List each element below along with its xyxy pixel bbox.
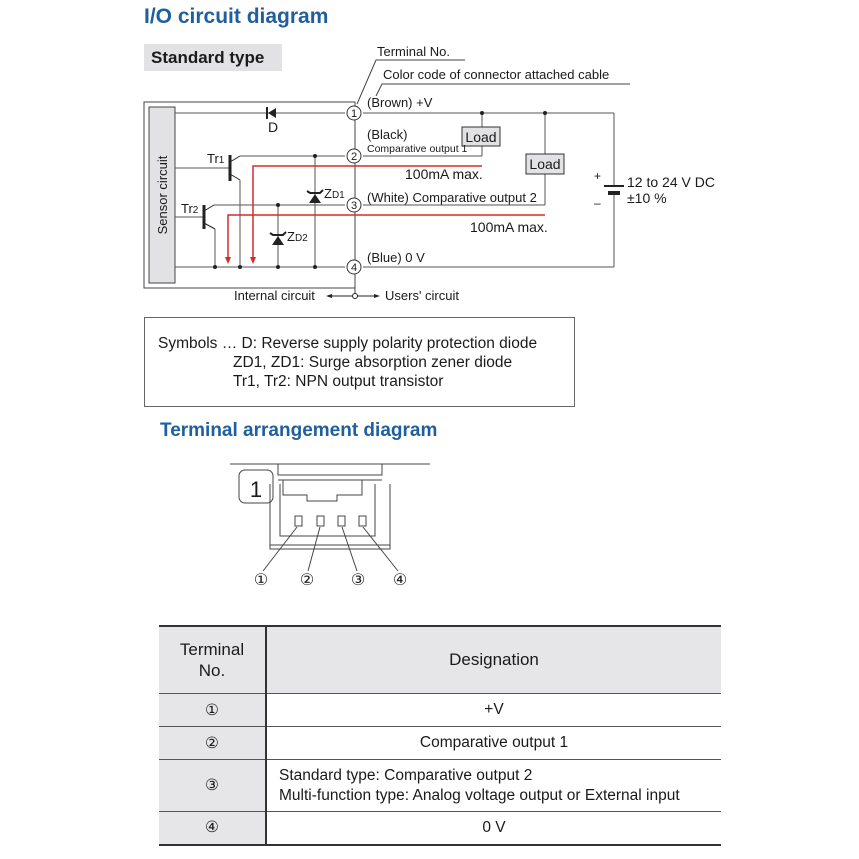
table-row: ④ 0 V: [159, 811, 721, 846]
connector-number-label: 1: [250, 477, 262, 502]
diode-d-label: D: [268, 119, 278, 135]
zd2-label: ZD2: [287, 229, 308, 244]
pin-3-label: ③: [351, 572, 365, 589]
terminal-no-cell: ④: [159, 811, 267, 846]
minus-sign: –: [594, 196, 601, 210]
header-terminal-no-text: Terminal No.: [179, 640, 245, 680]
terminal-arrangement-title: Terminal arrangement diagram: [160, 420, 438, 441]
terminal-3-marker: 3: [346, 197, 362, 213]
terminal-no-cell: ②: [159, 726, 267, 760]
terminal-no-cell: ③: [159, 759, 267, 812]
terminal-4-marker: 4: [346, 259, 362, 275]
pin-4-label: ④: [393, 572, 407, 589]
designation-cell: Standard type: Comparative output 2 Mult…: [266, 759, 721, 812]
header-designation: Designation: [266, 625, 721, 694]
terminal-2-marker: 2: [346, 148, 362, 164]
symbols-line-2: ZD1, ZD1: Surge absorption zener diode: [233, 354, 513, 371]
table-row: ③ Standard type: Comparative output 2 Mu…: [159, 759, 721, 812]
supply-voltage: 12 to 24 V DC: [627, 174, 715, 190]
load-2: [525, 153, 565, 175]
page-title: I/O circuit diagram: [144, 5, 329, 28]
designation-line: Standard type: Comparative output 2: [279, 766, 533, 784]
terminal-no-callout: Terminal No.: [377, 44, 450, 59]
terminal-2-sublabel: Comparative output 1: [367, 143, 468, 155]
zener-zd1-icon: [306, 189, 324, 203]
table-row: ① +V: [159, 693, 721, 727]
table-row: ② Comparative output 1: [159, 726, 721, 760]
terminal-2-label: (Black): [367, 127, 407, 142]
pin-1-label: ①: [254, 572, 268, 589]
max-current-2: 100mA max.: [470, 219, 548, 235]
connector-drawing: [230, 463, 430, 572]
designation-cell: +V: [266, 693, 721, 727]
terminal-1-label: (Brown) +V: [367, 95, 433, 110]
terminal-4-label: (Blue) 0 V: [367, 250, 425, 265]
load-1: [461, 126, 501, 147]
zener-zd2-icon: [269, 231, 287, 245]
designation-cell: Comparative output 1: [266, 726, 721, 760]
symbols-line-3: Tr1, Tr2: NPN output transistor: [233, 373, 444, 390]
diode-d-icon: [266, 107, 276, 119]
terminal-no-leader: [356, 59, 465, 105]
designation-cell: 0 V: [266, 811, 721, 846]
svg-text:1: 1: [351, 108, 357, 120]
header-terminal-no: Terminal No.: [159, 625, 267, 694]
current-arrow-1: [250, 165, 482, 264]
designation-line: Multi-function type: Analog voltage outp…: [279, 786, 680, 804]
color-code-leader: [375, 83, 630, 97]
symbols-legend: Symbols … D: Reverse supply polarity pro…: [144, 317, 575, 407]
svg-text:2: 2: [351, 151, 357, 163]
tr2-label: Tr2: [181, 201, 199, 216]
max-current-1: 100mA max.: [405, 166, 483, 182]
svg-text:4: 4: [351, 262, 357, 274]
sensor-circuit-label: Sensor circuit: [155, 155, 170, 234]
zd1-label: ZD1: [324, 186, 345, 201]
svg-text:3: 3: [351, 200, 357, 212]
sensor-circuit-block: [148, 106, 176, 284]
symbols-line-1: Symbols … D: Reverse supply polarity pro…: [158, 335, 538, 352]
terminal-table: Terminal No. Designation ① +V ② Comparat…: [159, 625, 721, 846]
users-circuit-label: Users' circuit: [385, 288, 459, 303]
standard-type-badge: Standard type: [144, 44, 282, 71]
load-2-label: Load: [529, 156, 560, 172]
current-arrow-2: [225, 214, 545, 264]
supply-tolerance: ±10 %: [627, 190, 667, 206]
terminal-no-cell: ①: [159, 693, 267, 727]
terminal-3-label: (White) Comparative output 2: [367, 190, 537, 205]
terminal-1-marker: 1: [346, 105, 362, 121]
internal-circuit-label: Internal circuit: [234, 288, 315, 303]
load-1-label: Load: [465, 129, 496, 145]
table-header-row: Terminal No. Designation: [159, 625, 721, 694]
pin-2-label: ②: [300, 572, 314, 589]
color-code-callout: Color code of connector attached cable: [383, 67, 609, 82]
plus-sign: +: [594, 169, 601, 183]
tr1-label: Tr1: [207, 151, 225, 166]
